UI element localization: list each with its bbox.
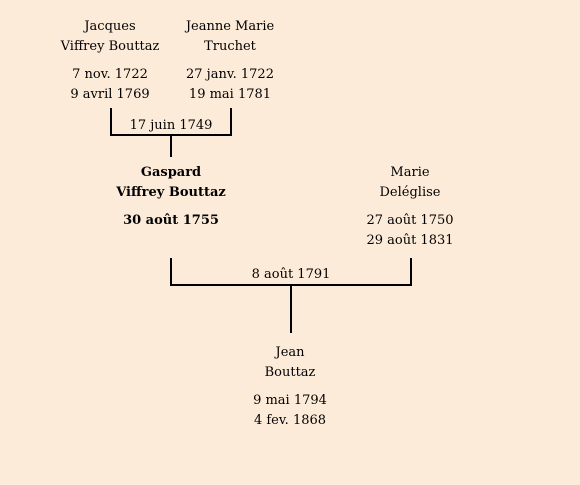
connector-horizontal xyxy=(170,284,412,286)
person-jeanne-marie: Jeanne Marie Truchet 27 janv. 1722 19 ma… xyxy=(170,17,290,105)
birth-date: 27 janv. 1722 xyxy=(186,67,274,82)
connector-left-vertical xyxy=(170,258,172,286)
person-name-second-line: Deléglise xyxy=(379,185,441,200)
person-name-first-line: Jean xyxy=(275,345,305,360)
connector-horizontal xyxy=(110,134,232,136)
connector-descendant-vertical xyxy=(170,136,172,157)
person-name-second-line: Viffrey Bouttaz xyxy=(116,185,226,200)
connector-left-vertical xyxy=(110,108,112,136)
birth-date: 9 mai 1794 xyxy=(253,393,327,408)
person-jean: Jean Bouttaz 9 mai 1794 4 fev. 1868 xyxy=(230,343,350,431)
person-name-first-line: Jeanne Marie xyxy=(185,19,275,34)
death-date: 19 mai 1781 xyxy=(188,87,272,102)
person-name-second-line: Bouttaz xyxy=(264,365,316,380)
person-name-first-line: Jacques xyxy=(84,19,136,34)
birth-date: 30 août 1755 xyxy=(123,213,219,228)
death-date: 4 fev. 1868 xyxy=(253,413,327,428)
person-jacques: Jacques Viffrey Bouttaz 7 nov. 1722 9 av… xyxy=(50,17,170,105)
person-dates: 30 août 1755 xyxy=(100,211,242,231)
marriage-date: 8 août 1791 xyxy=(251,267,331,282)
birth-date: 27 août 1750 xyxy=(366,213,454,228)
connector-descendant-vertical xyxy=(290,286,292,333)
connector-right-vertical xyxy=(230,108,232,136)
person-dates: 9 mai 1794 4 fev. 1868 xyxy=(230,391,350,431)
person-dates: 27 janv. 1722 19 mai 1781 xyxy=(170,65,290,105)
person-name-first-line: Gaspard xyxy=(140,165,202,180)
person-name-second-line: Truchet xyxy=(204,39,256,54)
death-date: 29 août 1831 xyxy=(366,233,454,248)
person-name-second-line: Viffrey Bouttaz xyxy=(60,39,160,54)
person-marie: Marie Deléglise 27 août 1750 29 août 183… xyxy=(350,163,470,251)
person-dates: 27 août 1750 29 août 1831 xyxy=(350,211,470,251)
person-gaspard: Gaspard Viffrey Bouttaz 30 août 1755 xyxy=(100,163,242,231)
marriage-date: 17 juin 1749 xyxy=(129,118,213,133)
death-date: 9 avril 1769 xyxy=(70,87,150,102)
birth-date: 7 nov. 1722 xyxy=(72,67,148,82)
person-dates: 7 nov. 1722 9 avril 1769 xyxy=(50,65,170,105)
connector-right-vertical xyxy=(410,258,412,286)
person-name-first-line: Marie xyxy=(390,165,430,180)
